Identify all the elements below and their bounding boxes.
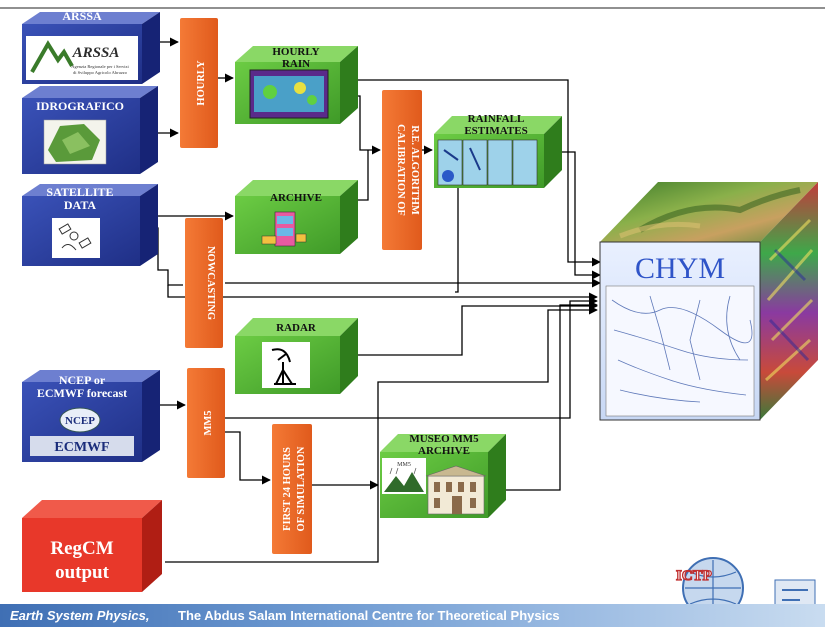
chym-river-map [605,285,755,417]
ecmwf-logo-text: ECMWF [54,440,109,455]
radar-box: RADAR [235,318,358,394]
satellite-icon [52,218,100,258]
ncep-box: NCEP or ECMWF forecast NCEP ECMWF [22,370,160,462]
rainfall-title-1: RAINFALL [468,113,525,125]
museo-box: MUSEO MM5 ARCHIVE MM5 [380,433,506,518]
footer-text-1: Earth System Physics, [10,608,150,623]
footer-text-2: The Abdus Salam International Centre for… [178,608,560,623]
rainfall-thumbnails [437,139,538,186]
idrografico-title: IDROGRAFICO [36,99,124,113]
ictp-logo-text: ICTP [676,568,712,584]
chym-title: CHYM [635,252,725,285]
arssa-logo-sub2: di Sviluppo Agricolo Abruzzo [73,70,128,75]
first24-process: FIRST 24 HOURS OF SIMULATION [272,424,312,554]
museo-title-2: ARCHIVE [418,445,470,457]
chym-side-map [760,182,818,420]
regcm-line2: output [55,562,110,583]
chym-cube: CHYM [599,182,818,421]
nowcasting-process: NOWCASTING [185,218,223,348]
rainfall-estimates-box: RAINFALL ESTIMATES [434,113,562,188]
mm5-label: MM5 [203,410,214,435]
calibration-label-2: R.E. ALGORITHM [409,125,420,215]
ecmwf-logo [30,436,134,456]
footer-bar: Earth System Physics, The Abdus Salam In… [0,604,825,627]
satellite-box: SATELLITE DATA [22,184,158,266]
satellite-title-2: DATA [64,198,97,212]
ncep-title-1: NCEP or [59,373,106,387]
hourly-process: HOURLY [180,18,218,148]
museo-mm5-label: MM5 [397,462,411,468]
calibration-process: CALIBRATION OF R.E. ALGORITHM [382,90,422,250]
arssa-logo-sub1: Agenzia Regionale per i Servizi [71,64,129,69]
hourly-label: HOURLY [196,60,207,106]
radar-title: RADAR [276,322,317,334]
hourly-rain-box: HOURLY RAIN [235,46,358,124]
first24-label-2: OF SIMULATION [296,446,307,531]
ncep-logo-text: NCEP [65,415,95,427]
idrografico-box: IDROGRAFICO [22,86,158,174]
regcm-line1: RegCM [50,538,113,559]
calibration-label-1: CALIBRATION OF [395,124,406,216]
arssa-logo-text: ARSSA [72,45,120,61]
ncep-logo [59,407,101,433]
cabinet-icon [261,211,307,247]
arssa-title: ARSSA [62,9,102,23]
hourly-rain-title-1: HOURLY [272,46,319,58]
first24-label-1: FIRST 24 HOURS [282,447,293,531]
arssa-box: ARSSA ARSSA Agenzia Regionale per i Serv… [22,9,160,84]
ncep-title-2: ECMWF forecast [37,386,127,400]
museo-title-1: MUSEO MM5 [409,433,479,445]
arssa-logo [26,36,138,80]
regcm-box: RegCM output [22,500,162,592]
archive-title: ARCHIVE [270,192,322,204]
rainfall-title-2: ESTIMATES [464,125,527,137]
satellite-title-1: SATELLITE [46,185,113,199]
mm5-process: MM5 [187,368,225,478]
archive-box: ARCHIVE [235,180,358,254]
radar-image [262,342,310,388]
hourly-rain-title-2: RAIN [282,58,310,70]
nowcasting-label: NOWCASTING [205,246,216,320]
